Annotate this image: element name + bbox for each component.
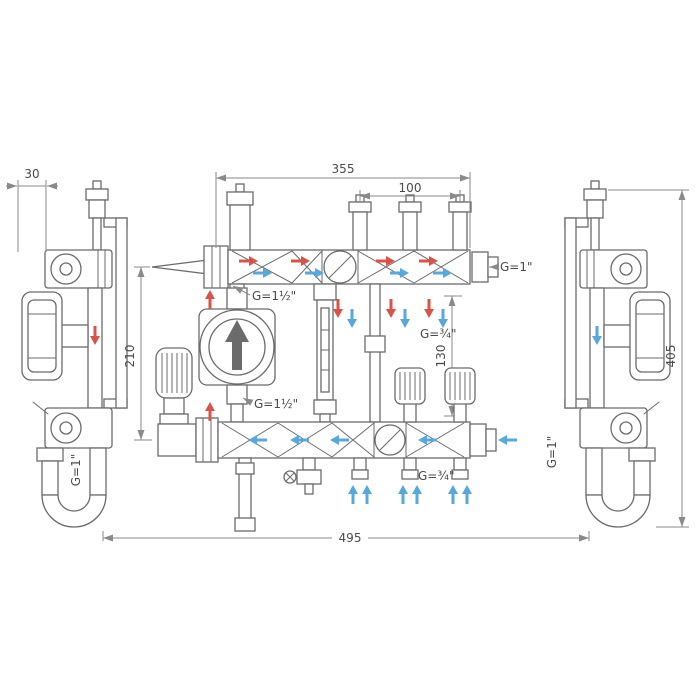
- connecting-tube: [364, 283, 386, 423]
- dim-495-label: 495: [339, 531, 362, 545]
- thread-label-top-right: G=1": [500, 260, 533, 274]
- thread-label-circuit-bottom: G=¾": [418, 469, 455, 483]
- fill-pipe: [234, 457, 256, 532]
- dim-405-label: 405: [664, 345, 678, 368]
- air-vent: [226, 183, 254, 251]
- front-view: [151, 183, 499, 532]
- flow-arrow-blue-up: [346, 483, 360, 506]
- thread-label-pump: G=1½": [254, 397, 298, 411]
- thread-label-circuit-top: G=¾": [420, 327, 457, 341]
- dim-30-label: 30: [24, 167, 39, 181]
- dim-210-label: 210: [123, 345, 137, 368]
- flow-arrow-blue-down: [398, 307, 412, 330]
- flow-arrow-blue-up: [360, 483, 374, 506]
- flow-arrow-blue-up: [410, 483, 424, 506]
- flow-arrow-red-down: [331, 297, 345, 320]
- pump: [198, 283, 276, 423]
- flow-arrow-red-down: [384, 297, 398, 320]
- dimensions: 30 355 100 210 130 405 495 G=1½" G=1" G=…: [6, 162, 689, 545]
- dim-100-label: 100: [399, 181, 422, 195]
- circuit-actuators: [394, 367, 476, 423]
- flow-meter: [313, 283, 337, 423]
- dim-130-label: 130: [434, 345, 448, 368]
- thread-label-right-side: G=1": [545, 436, 559, 469]
- flow-arrow-blue-up: [396, 483, 410, 506]
- top-circuit-stubs: [348, 194, 472, 251]
- flow-arrow-red-up: [203, 288, 217, 311]
- drain-valve: [283, 457, 322, 495]
- dim-355-label: 355: [332, 162, 355, 176]
- flow-arrow-blue-up: [460, 483, 474, 506]
- flow-arrow-blue-left: [496, 433, 519, 447]
- thermostatic-head: [155, 347, 197, 457]
- flow-arrow-blue-down: [345, 307, 359, 330]
- pump-direction-arrow: [225, 320, 249, 342]
- flow-arrow-red-down: [422, 297, 436, 320]
- thread-label-supply-top: G=1½": [252, 289, 296, 303]
- flow-arrow-blue-up: [446, 483, 460, 506]
- bottom-circuit-stubs: [351, 457, 469, 480]
- thread-label-left-side: G=1": [69, 454, 83, 487]
- flow-arrow-blue-down: [436, 307, 450, 330]
- top-manifold: [203, 183, 499, 289]
- right-side-view: [564, 180, 671, 528]
